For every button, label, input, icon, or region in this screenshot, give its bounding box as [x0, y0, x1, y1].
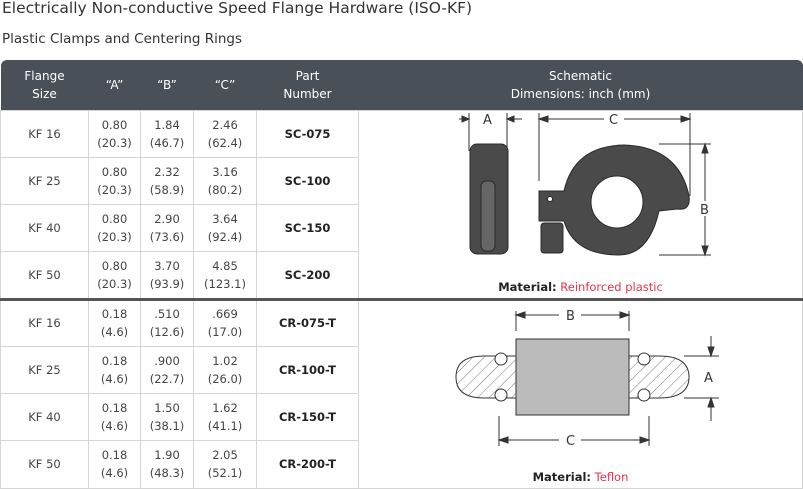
dim-c: 1.62(41.1): [193, 392, 257, 442]
flange-size: KF 50: [0, 251, 89, 300]
table-row: KF 25 0.80(20.3) 2.32(58.9) 3.16(80.2) S…: [0, 156, 803, 206]
schematic-cell: B C A Material: Teflon: [358, 297, 803, 489]
section-subtitle: Plastic Clamps and Centering Rings: [2, 31, 243, 47]
part-number: SC-100: [256, 156, 359, 206]
dim-a: 0.18(4.6): [88, 297, 141, 347]
table-row: KF 25 0.18(4.6) .900(22.7) 1.02(26.0) CR…: [0, 345, 803, 395]
dim-label-c: C: [566, 434, 575, 449]
dim-a: 0.80(20.3): [88, 156, 141, 206]
part-number: CR-075-T: [256, 297, 359, 347]
flange-size: KF 16: [0, 109, 89, 158]
schematic-cell: A C B Material: Reinforced plastic: [358, 109, 803, 300]
flange-size: KF 16: [0, 297, 89, 347]
dim-b: 2.32(58.9): [140, 156, 194, 206]
material-caption: Material: Reinforced plastic: [359, 278, 802, 296]
header-c: “C”: [193, 60, 257, 110]
table-row: KF 40 0.18(4.6) 1.50(38.1) 1.62(41.1) CR…: [0, 392, 803, 442]
centering-ring-schematic: B C A: [455, 309, 719, 449]
page-title: Electrically Non-conductive Speed Flange…: [2, 0, 473, 17]
flange-size: KF 50: [0, 440, 89, 489]
header-a: “A”: [88, 60, 141, 110]
part-number: SC-150: [256, 203, 359, 253]
dim-a: 0.18(4.6): [88, 440, 141, 489]
part-number: SC-075: [256, 109, 359, 158]
dim-c: 1.02(26.0): [193, 345, 257, 395]
material-label: Material:: [498, 279, 557, 294]
dim-a: 0.18(4.6): [88, 392, 141, 442]
dim-label-b: B: [700, 203, 709, 218]
dim-c: 4.85(123.1): [193, 251, 257, 300]
flange-size: KF 25: [0, 345, 89, 395]
flange-size: KF 40: [0, 203, 89, 253]
dim-a: 0.80(20.3): [88, 109, 141, 158]
dim-b: 3.70(93.9): [140, 251, 194, 300]
dim-c: 3.64(92.4): [193, 203, 257, 253]
dim-label-a: A: [704, 371, 713, 386]
part-number: SC-200: [256, 251, 359, 300]
part-number: CR-200-T: [256, 440, 359, 489]
dim-b: 2.90(73.6): [140, 203, 194, 253]
dim-c: 2.05(52.1): [193, 440, 257, 489]
dim-b: 1.90(48.3): [140, 440, 194, 489]
dim-b: 1.50(38.1): [140, 392, 194, 442]
table-row: KF 16 0.80(20.3) 1.84(46.7) 2.46(62.4) S…: [0, 109, 803, 300]
dim-c: .669(17.0): [193, 297, 257, 347]
table-row: KF 50 0.80(20.3) 3.70(93.9) 4.85(123.1) …: [0, 251, 803, 300]
part-number: CR-150-T: [256, 392, 359, 442]
material-value: Teflon: [594, 469, 629, 484]
dim-a: 0.18(4.6): [88, 345, 141, 395]
flange-size: KF 25: [0, 156, 89, 206]
dim-b: .900(22.7): [140, 345, 194, 395]
dim-b: .510(12.6): [140, 297, 194, 347]
material-value: Reinforced plastic: [560, 279, 663, 294]
table-row: KF 40 0.80(20.3) 2.90(73.6) 3.64(92.4) S…: [0, 203, 803, 253]
dim-c: 3.16(80.2): [193, 156, 257, 206]
header-b: “B”: [140, 60, 194, 110]
dim-label-c: C: [609, 113, 618, 128]
dim-a: 0.80(20.3): [88, 203, 141, 253]
material-label: Material:: [532, 469, 592, 484]
part-number: CR-100-T: [256, 345, 359, 395]
material-caption: Material: Teflon: [359, 468, 802, 486]
flange-size: KF 40: [0, 392, 89, 442]
table-row: KF 16 0.18(4.6) .510(12.6) .669(17.0) CR…: [0, 297, 803, 489]
dim-a: 0.80(20.3): [88, 251, 141, 300]
dim-b: 1.84(46.7): [140, 109, 194, 158]
dim-c: 2.46(62.4): [193, 109, 257, 158]
clamp-schematic: A C B: [459, 112, 711, 257]
dim-label-a: A: [483, 113, 492, 128]
dim-label-b: B: [566, 309, 575, 324]
